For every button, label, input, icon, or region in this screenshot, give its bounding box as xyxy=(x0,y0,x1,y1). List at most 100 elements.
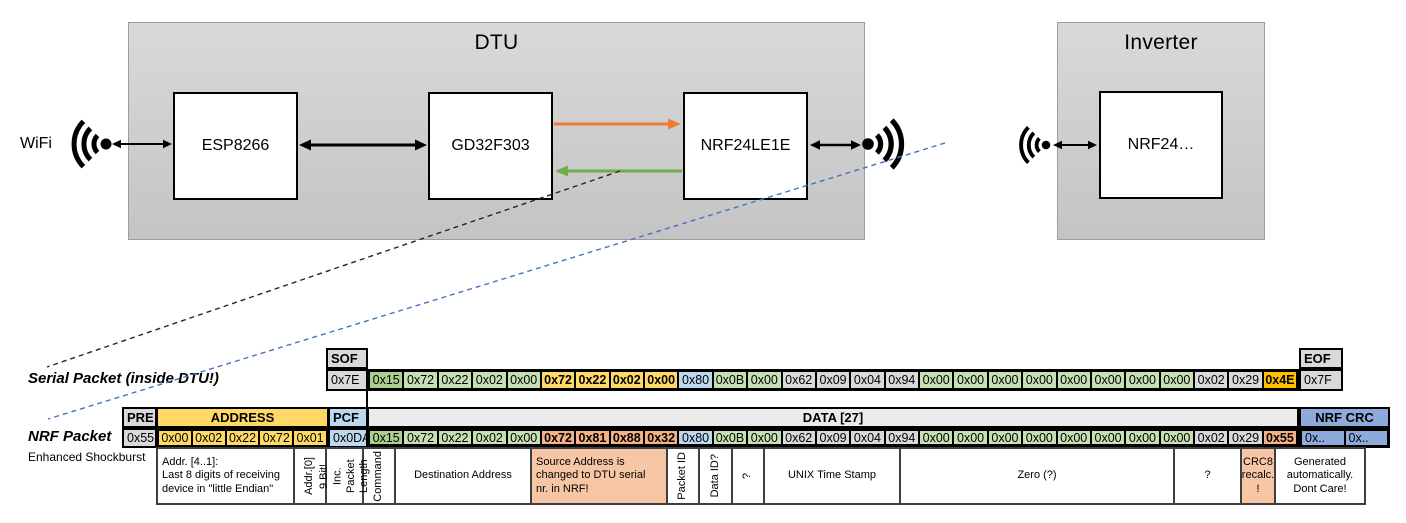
byte-cell: 0x00 xyxy=(919,371,954,389)
annotation-text: CRC8 recalc. ! xyxy=(1241,455,1275,495)
pre-value: 0x55 xyxy=(122,428,157,448)
wifi-label: WiFi xyxy=(20,135,52,152)
byte-cell: 0x.. xyxy=(1344,430,1388,446)
byte-cell: 0x00 xyxy=(644,371,679,389)
pcf-header: PCF xyxy=(328,407,368,428)
byte-cell: 0x02 xyxy=(472,371,507,389)
byte-cell: 0x00 xyxy=(158,430,192,446)
byte-cell: 0x00 xyxy=(506,371,541,389)
byte-cell: 0x22 xyxy=(437,371,473,389)
byte-cell: 0x02 xyxy=(609,371,644,389)
annotation-text: Source Address is changed to DTU serial … xyxy=(536,455,646,495)
byte-cell: 0x88 xyxy=(609,430,644,445)
pcf-value: 0x0DA xyxy=(328,428,371,448)
byte-cell: 0x55 xyxy=(1262,430,1298,445)
pre-column: PRE 0x55 xyxy=(122,407,157,448)
eof-column: EOF 0x7F xyxy=(1299,348,1343,391)
inverter-title: Inverter xyxy=(1124,31,1198,54)
eof-header: EOF xyxy=(1299,348,1343,369)
eof-value: 0x7F xyxy=(1299,369,1343,391)
byte-cell: 0x62 xyxy=(781,371,816,389)
sof-column: SOF 0x7E xyxy=(326,348,368,391)
annotation-text: Data ID? xyxy=(708,454,721,498)
byte-cell: 0x04 xyxy=(850,430,885,445)
annotation-data-id: Data ID? xyxy=(698,447,733,505)
annotation-address-4-1: Addr. [4..1]: Last 8 digits of receiving… xyxy=(156,447,295,505)
component-gd32f303: GD32F303 xyxy=(428,92,553,200)
annotation-text: ? xyxy=(741,472,754,480)
byte-cell: 0x94 xyxy=(884,430,919,445)
byte-cell: 0x00 xyxy=(506,430,541,445)
sof-value: 0x7E xyxy=(326,369,368,391)
byte-cell: 0x4E xyxy=(1262,371,1298,389)
byte-cell: 0x00 xyxy=(987,430,1023,445)
byte-cell: 0x00 xyxy=(1022,371,1057,389)
annotation-nrf-crc-note: Generated automatically. Dont Care! xyxy=(1274,447,1366,505)
byte-cell: 0x22 xyxy=(225,430,260,446)
byte-cell: 0x00 xyxy=(1125,430,1160,445)
pre-header: PRE xyxy=(122,407,157,428)
annotation-pcf-meaning: 9 Bit! Inc. Packet Length xyxy=(318,447,370,505)
byte-cell: 0x00 xyxy=(1125,371,1160,389)
nrf-crc-header: NRF CRC xyxy=(1299,407,1390,428)
byte-cell: 0x80 xyxy=(678,430,713,445)
component-esp8266: ESP8266 xyxy=(173,92,298,200)
byte-cell: 0x00 xyxy=(1090,430,1126,445)
annotation-text: Addr.[0] xyxy=(303,457,316,495)
wifi-icon-inverter xyxy=(1019,125,1053,165)
annotation-unknown-bytes: ? xyxy=(1173,447,1242,505)
byte-cell: 0x72 xyxy=(540,371,576,389)
annotation-text: Generated automatically. Dont Care! xyxy=(1286,455,1354,495)
sof-header: SOF xyxy=(326,348,368,369)
byte-cell: 0x72 xyxy=(403,430,438,445)
byte-cell: 0x72 xyxy=(540,430,576,445)
annotation-text: 9 Bit! Inc. Packet Length xyxy=(317,459,370,493)
component-nrf24le1e: NRF24LE1E xyxy=(683,92,808,200)
data-section-header: DATA [27] xyxy=(367,407,1299,428)
annotation-source-address: Source Address is changed to DTU serial … xyxy=(530,447,668,505)
byte-annotations-row: Addr. [4..1]: Last 8 digits of receiving… xyxy=(156,447,1366,505)
byte-cell: 0x00 xyxy=(1056,430,1091,445)
nrf-crc-column: NRF CRC 0x..0x.. xyxy=(1299,407,1390,448)
pcf-column: PCF 0x0DA xyxy=(328,407,371,448)
byte-cell: 0x00 xyxy=(1022,430,1057,445)
nrf-packet-label: NRF Packet xyxy=(28,428,112,445)
byte-cell: 0x00 xyxy=(953,371,988,389)
byte-cell: 0x00 xyxy=(1159,371,1194,389)
annotation-text: ? xyxy=(1204,469,1211,482)
byte-cell: 0x22 xyxy=(575,371,610,389)
annotation-text: Packet ID xyxy=(676,452,689,500)
annotation-unknown-byte: ? xyxy=(731,447,765,505)
annotation-address-0: Addr.[0] xyxy=(293,447,327,505)
annotation-text: UNIX Time Stamp xyxy=(787,469,877,482)
byte-cell: 0x62 xyxy=(781,430,816,445)
byte-cell: 0x94 xyxy=(884,371,919,389)
byte-cell: 0x29 xyxy=(1228,371,1263,389)
dtu-title: DTU xyxy=(474,31,519,54)
byte-cell: 0x02 xyxy=(191,430,226,446)
inverter-container-box: Inverter xyxy=(1057,22,1265,240)
byte-cell: 0x15 xyxy=(369,371,404,389)
enhanced-shockburst-label: Enhanced Shockburst xyxy=(28,450,146,464)
annotation-destination-address: Destination Address xyxy=(394,447,532,505)
address-header: ADDRESS xyxy=(156,407,329,428)
byte-cell: 0x00 xyxy=(1159,430,1194,445)
nrf-crc-bytes: 0x..0x.. xyxy=(1299,428,1390,448)
annotation-crc8: CRC8 recalc. ! xyxy=(1240,447,1276,505)
byte-cell: 0x00 xyxy=(1056,371,1091,389)
component-inverter-nrf24: NRF24… xyxy=(1099,91,1223,199)
annotation-unix-time-stamp: UNIX Time Stamp xyxy=(763,447,901,505)
byte-cell: 0x0B xyxy=(712,371,748,389)
byte-cell: 0x00 xyxy=(953,430,988,445)
byte-cell: 0x00 xyxy=(1090,371,1126,389)
byte-cell: 0x00 xyxy=(987,371,1023,389)
byte-cell: 0x81 xyxy=(575,430,610,445)
byte-cell: 0x00 xyxy=(747,430,782,445)
byte-cell: 0x72 xyxy=(403,371,438,389)
wifi-icon-dtu-right xyxy=(862,120,901,167)
table-connector-line xyxy=(366,390,368,408)
wifi-icon-dtu-left xyxy=(74,121,111,166)
